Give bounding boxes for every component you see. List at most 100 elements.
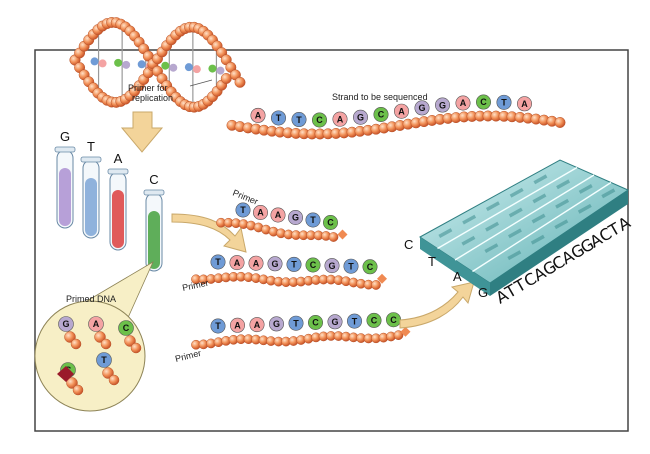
- tube-label: A: [114, 151, 123, 166]
- nucleotide-phosphate: [72, 384, 84, 396]
- tube-liquid: [112, 190, 124, 248]
- fragment-base: T: [215, 321, 221, 331]
- nucleotide-sugar: [66, 377, 78, 389]
- fragment-base-ball: [305, 257, 321, 273]
- gel-band: [438, 228, 453, 238]
- tube-rim: [54, 146, 76, 153]
- gel-band: [555, 198, 570, 209]
- free-nucleotide-ball: [58, 316, 74, 332]
- fragment-base: T: [310, 215, 316, 225]
- base-pair-ball: [114, 58, 123, 67]
- fragment-base-ball: [230, 317, 246, 333]
- base-pair-ball: [137, 60, 146, 69]
- terminator-icon: [337, 229, 348, 240]
- fragment-base: T: [352, 316, 358, 326]
- gel-band: [554, 219, 569, 230]
- template-base: G: [357, 112, 364, 122]
- tube-liquid: [85, 178, 97, 236]
- fragment-base: A: [253, 258, 260, 268]
- down-arrow-icon: [120, 111, 164, 153]
- free-nucleotide: C: [123, 323, 130, 333]
- fragment-base-ball: [362, 259, 378, 275]
- terminator-icon: [400, 326, 411, 337]
- test-tube: C: [143, 172, 165, 272]
- nucleotide-sugar: [102, 367, 114, 379]
- gel-band: [462, 214, 477, 225]
- template-base: G: [439, 100, 446, 110]
- base-pair-ball: [98, 59, 107, 68]
- fragment-base: T: [293, 318, 299, 328]
- fragment-base: G: [292, 213, 299, 223]
- template-base: C: [378, 110, 385, 120]
- gel-band: [577, 203, 592, 214]
- template-base: A: [255, 111, 262, 121]
- gel-band: [556, 179, 571, 190]
- template-base-ball: [414, 100, 430, 116]
- terminator-marker-icon: [57, 366, 74, 382]
- free-nucleotide-ball: [118, 320, 134, 336]
- primed-dna-circle: [34, 300, 146, 412]
- test-tube: G: [54, 129, 76, 229]
- primer-label: Primer: [174, 348, 202, 364]
- sequencing-gel: [419, 159, 630, 296]
- template-base-ball: [516, 96, 532, 112]
- tube-rim: [107, 168, 129, 175]
- gel-lane-label: A: [453, 269, 462, 284]
- tube-label: T: [87, 139, 95, 154]
- terminator-icon: [377, 273, 387, 284]
- fragment-base-ball: [253, 205, 269, 221]
- strand-to-be-sequenced-label: Strand to be sequenced: [332, 92, 428, 102]
- fragment-base-ball: [322, 215, 338, 231]
- base-pair-ball: [216, 66, 225, 75]
- template-base: G: [418, 103, 425, 113]
- base-pair-ball: [184, 63, 193, 72]
- gel-band: [461, 235, 476, 246]
- test-tube: T: [80, 139, 102, 239]
- gel-lane-label: T: [428, 254, 436, 269]
- gel-band: [484, 243, 499, 254]
- fragment-base-ball: [210, 254, 226, 270]
- fragment-base-ball: [287, 210, 303, 226]
- fragment-bead: [393, 330, 404, 340]
- template-base: A: [521, 99, 528, 109]
- gel-band: [531, 213, 546, 224]
- fragment-base: A: [234, 258, 241, 268]
- curved-arrow-to-fragments-icon: [171, 213, 247, 253]
- fragment-base-ball: [229, 255, 245, 271]
- curved-arrow-to-gel-icon: [399, 281, 475, 329]
- template-base-ball: [291, 112, 307, 128]
- fragment-base-ball: [327, 314, 343, 330]
- fragment-base: A: [275, 210, 282, 220]
- nucleotide-phosphate: [100, 338, 112, 350]
- fragment-base: C: [371, 316, 378, 326]
- gel-band: [601, 188, 616, 199]
- fragment-base-ball: [210, 318, 226, 334]
- gel-front-edge: [490, 190, 628, 296]
- fragment-base: C: [312, 318, 319, 328]
- primer-pointer-line: [189, 79, 213, 87]
- gel-band: [485, 201, 500, 212]
- fragment-base-ball: [268, 316, 284, 332]
- fragment-base-ball: [346, 313, 362, 329]
- nucleotide-phosphate: [70, 338, 82, 350]
- template-base: A: [337, 114, 344, 124]
- fragment-base: A: [254, 320, 261, 330]
- tube-label: G: [60, 129, 70, 144]
- gel-band: [509, 187, 524, 198]
- template-base: A: [460, 98, 467, 108]
- fragment-base: C: [310, 260, 317, 270]
- gel-lane-label: G: [478, 285, 488, 300]
- fragment-base: G: [273, 319, 280, 329]
- template-base: T: [276, 113, 282, 123]
- nucleotide-sugar: [64, 331, 76, 343]
- fragment-base-ball: [343, 258, 359, 274]
- free-nucleotide-ball: [88, 316, 104, 332]
- template-base-ball: [311, 112, 327, 128]
- nucleotide-sugar: [94, 331, 106, 343]
- fragment-bead: [328, 232, 339, 242]
- base-pair-ball: [122, 60, 131, 69]
